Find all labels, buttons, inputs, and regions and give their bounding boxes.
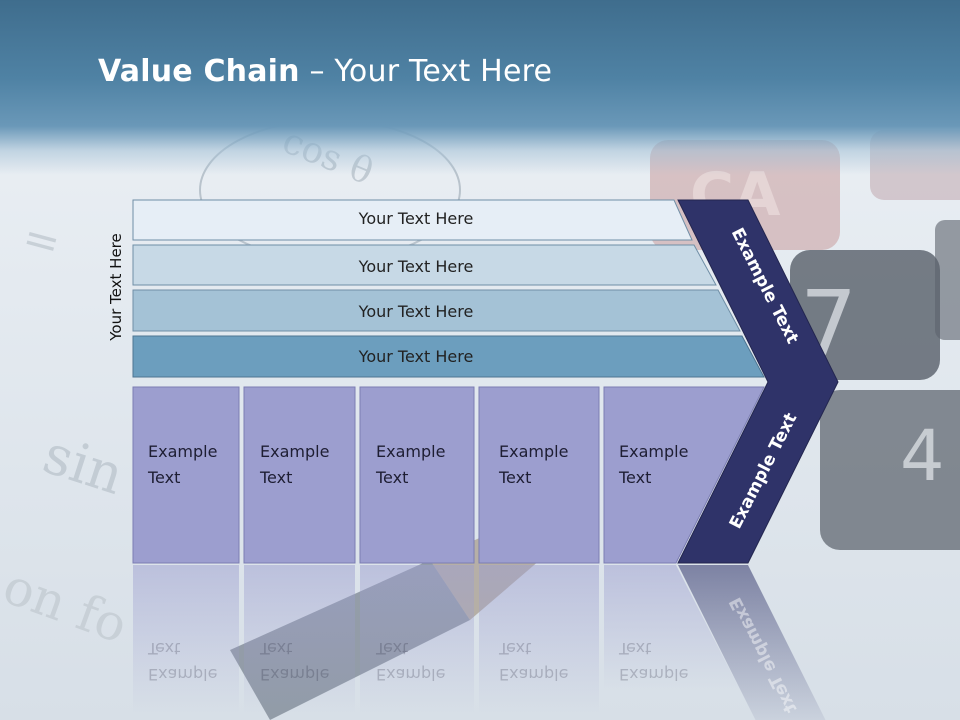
column-box-3 (359, 386, 475, 564)
column-label-5-line2: Text (619, 468, 652, 487)
chevron-arrow (677, 199, 839, 564)
column-reflection-2-line2: Text (260, 639, 293, 658)
row-bar-1 (132, 199, 693, 241)
column-box-5 (603, 386, 765, 564)
column-reflection-1: Example Text (148, 635, 248, 687)
column-box-1 (132, 386, 240, 564)
column-reflection-4: Example Text (499, 635, 599, 687)
row-bar-3 (132, 289, 741, 332)
row-label-3: Your Text Here (358, 302, 474, 321)
column-reflection-4-line1: Example (499, 665, 569, 684)
column-label-2-line2: Text (260, 468, 293, 487)
column-reflection-3-line1: Example (376, 665, 446, 684)
column-reflection-1-line1: Example (148, 665, 218, 684)
column-reflection-1-line2: Text (148, 639, 181, 658)
column-label-4: Example Text (499, 439, 599, 491)
row-bar-2 (132, 244, 717, 286)
column-label-2-line1: Example (260, 442, 330, 461)
row-label-4: Your Text Here (358, 347, 474, 366)
title-rest: – Your Text Here (299, 54, 553, 89)
column-label-5: Example Text (619, 439, 719, 491)
column-reflection-5-line1: Example (619, 665, 689, 684)
column-box-2 (243, 386, 356, 564)
header-band (0, 0, 960, 175)
column-label-1-line2: Text (148, 468, 181, 487)
column-label-4-line1: Example (499, 442, 569, 461)
column-reflection-2-line1: Example (260, 665, 330, 684)
column-label-3-line2: Text (376, 468, 409, 487)
column-label-3-line1: Example (376, 442, 446, 461)
column-label-4-line2: Text (499, 468, 532, 487)
column-reflection-2: Example Text (260, 635, 360, 687)
slide-title: Value Chain – Your Text Here (98, 54, 552, 89)
column-box-4 (478, 386, 600, 564)
title-bold: Value Chain (98, 54, 300, 89)
column-label-5-line1: Example (619, 442, 689, 461)
column-reflection-5: Example Text (619, 635, 719, 687)
column-reflection-3-line2: Text (376, 639, 409, 658)
column-label-3: Example Text (376, 439, 476, 491)
svg-text:4: 4 (900, 415, 945, 497)
column-label-2: Example Text (260, 439, 360, 491)
row-label-1: Your Text Here (358, 209, 474, 228)
row-bar-4 (132, 335, 765, 378)
row-label-2: Your Text Here (358, 257, 474, 276)
column-reflection-5-line2: Text (619, 639, 652, 658)
column-label-1: Example Text (148, 439, 248, 491)
column-reflection-4-line2: Text (499, 639, 532, 658)
column-label-1-line1: Example (148, 442, 218, 461)
column-reflection-3: Example Text (376, 635, 476, 687)
